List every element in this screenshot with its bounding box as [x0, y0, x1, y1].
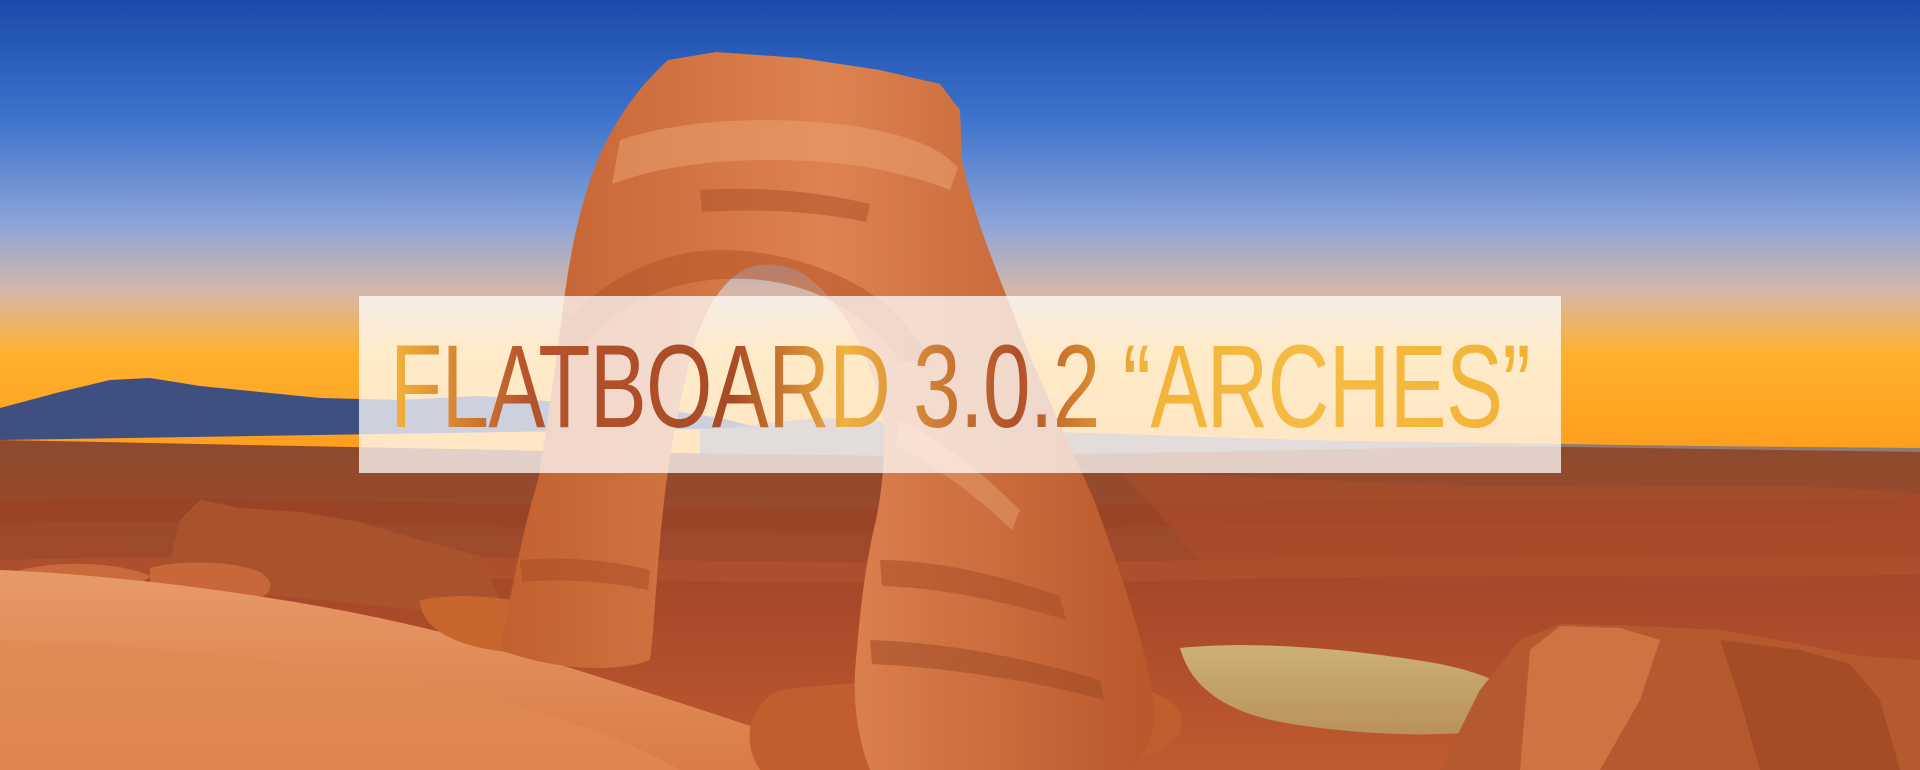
release-title-text: FLATBOARD 3.0.2 “ARCHES”: [390, 321, 1530, 453]
release-title-graphic: FLATBOARD 3.0.2 “ARCHES”: [390, 321, 1531, 453]
release-title-banner: FLATBOARD 3.0.2 “ARCHES”: [359, 296, 1561, 473]
